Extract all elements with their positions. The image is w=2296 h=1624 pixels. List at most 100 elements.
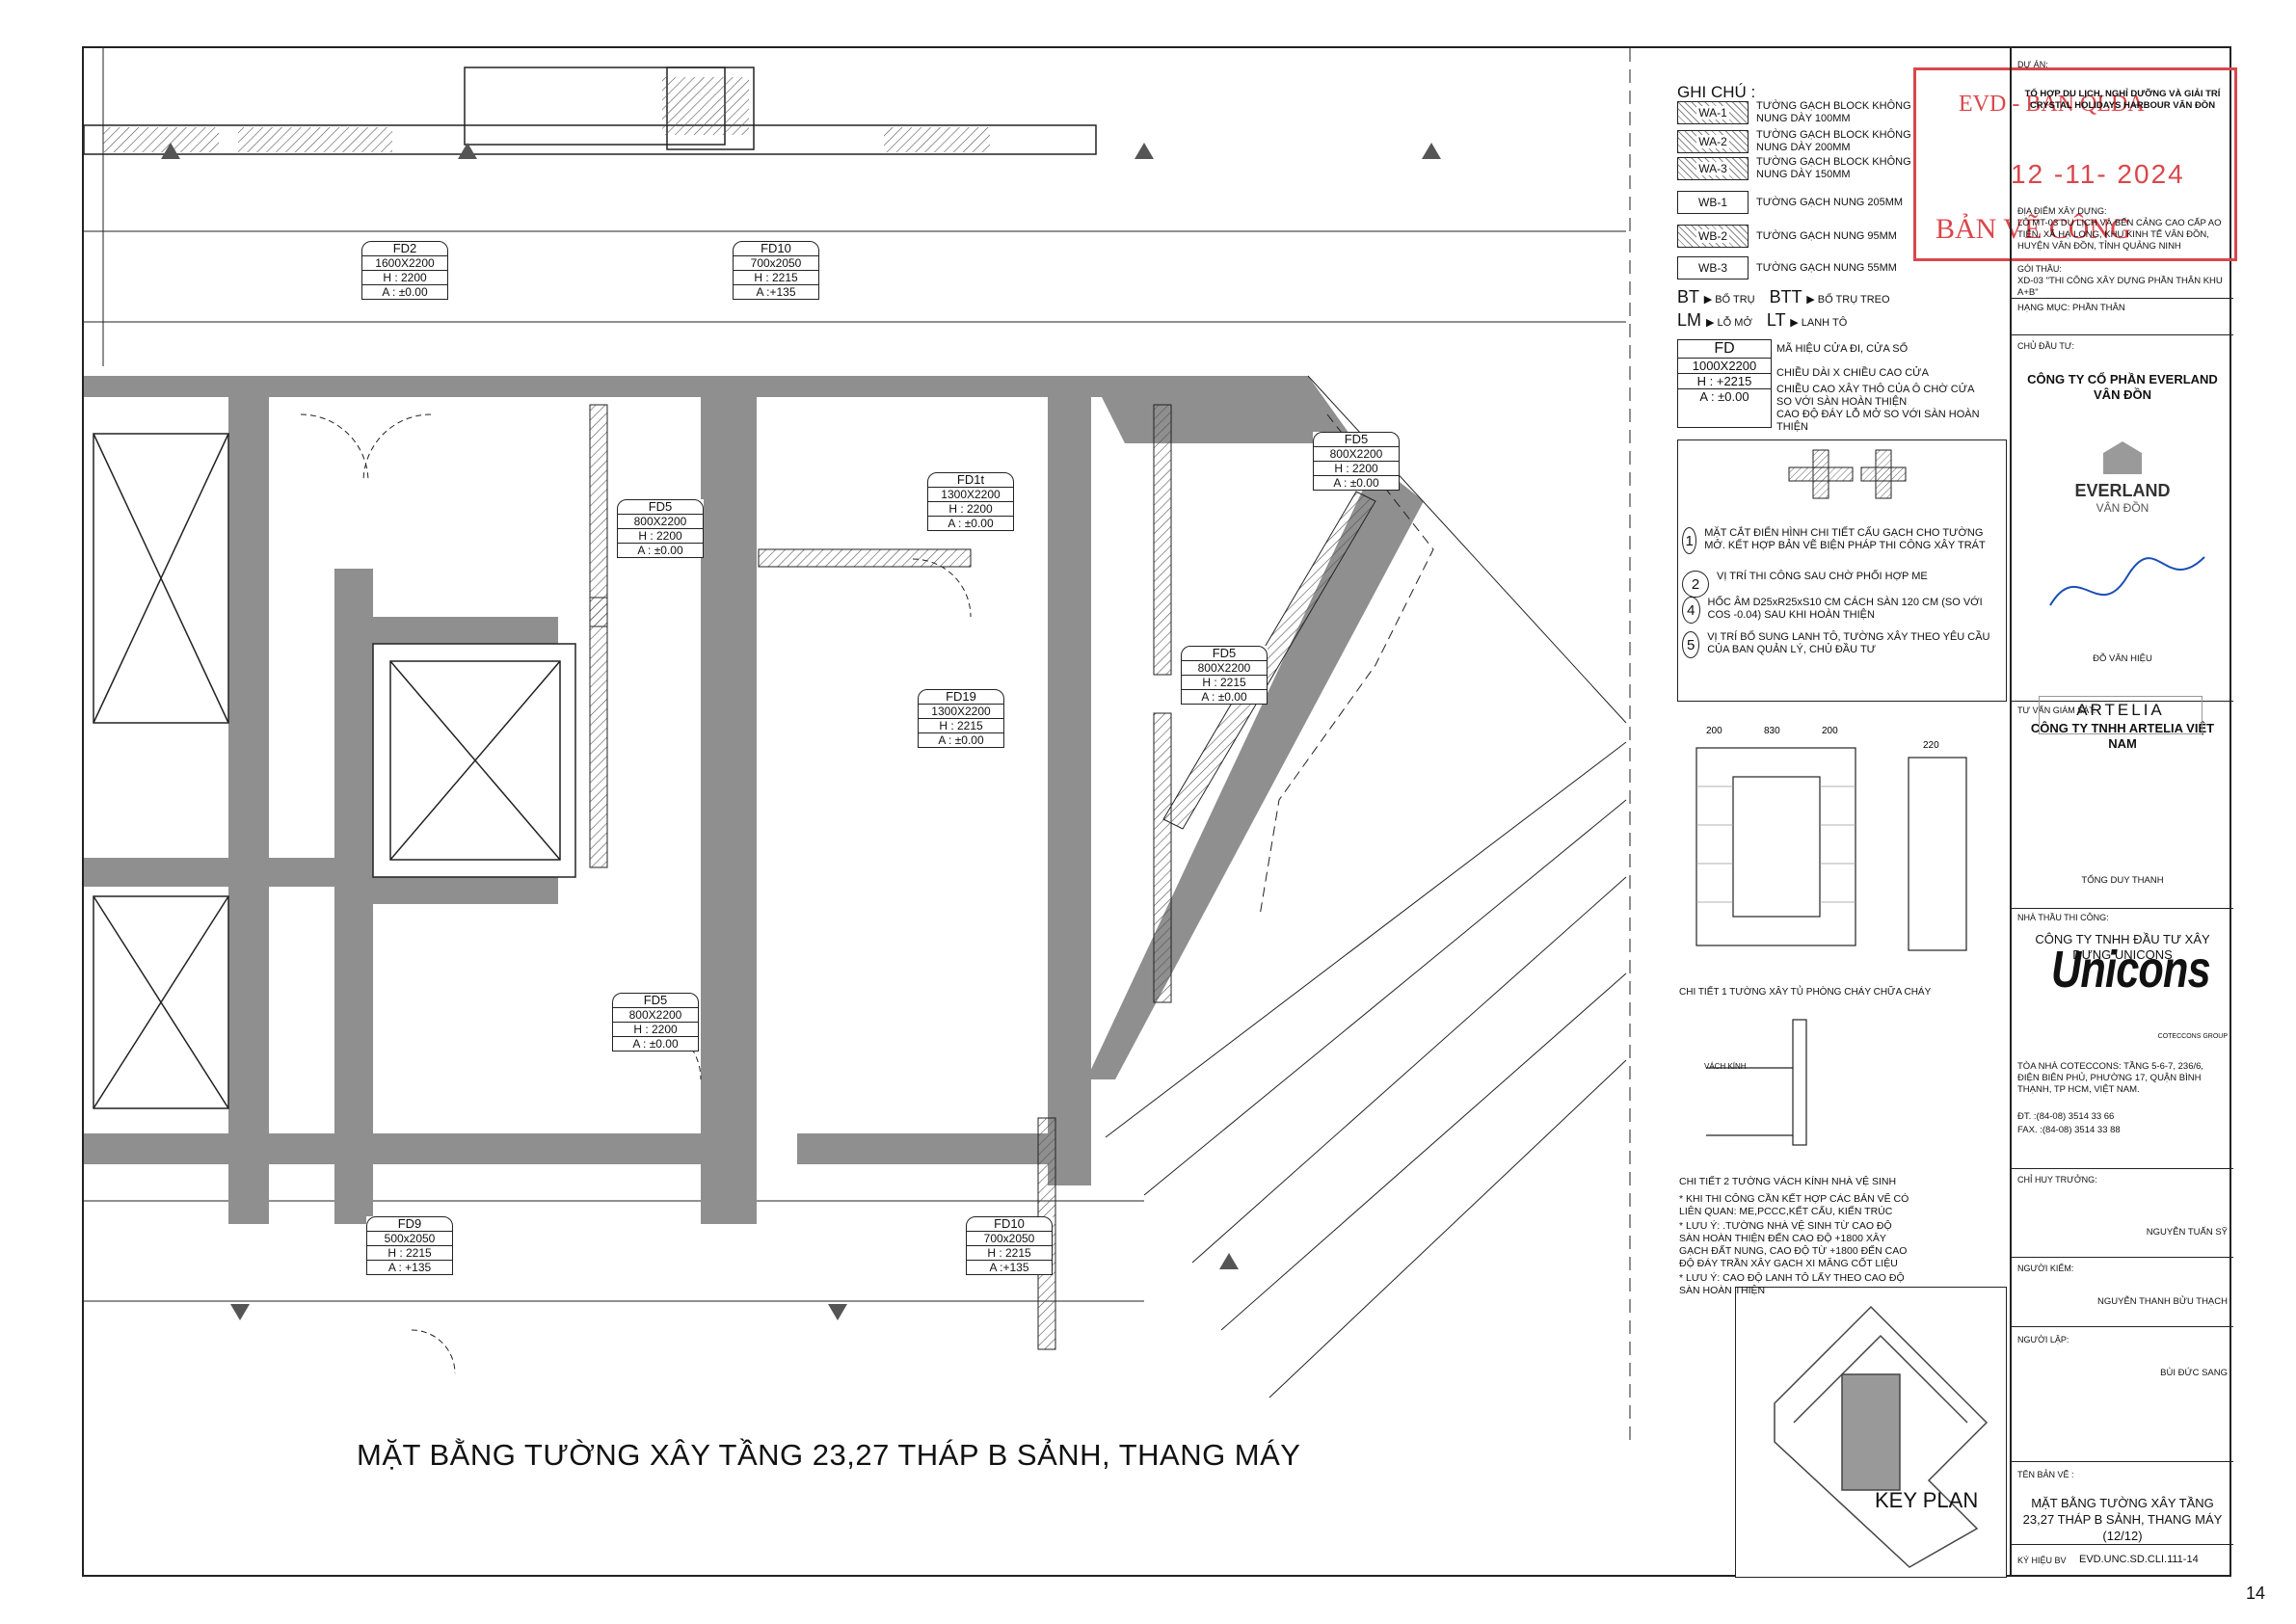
remark: * LƯU Ý: CAO ĐỘ LANH TÔ LẤY THEO CAO ĐỘ … (1679, 1272, 1905, 1296)
tb-item: HẠNG MỤC: PHẦN THÂN (2012, 299, 2233, 335)
door-tag-line: FD1t (927, 472, 1014, 488)
detail-2-graphic (1706, 1019, 1807, 1146)
door-tag-line: 800X2200 (617, 515, 704, 529)
remark: * KHI THI CÔNG CẦN KẾT HỢP CÁC BẢN VẼ CÓ… (1679, 1193, 1909, 1217)
door-tag-line: H : 2215 (1181, 676, 1268, 690)
door-tag-line: A :+135 (733, 285, 819, 300)
door-tag-line: H : 2200 (1313, 462, 1400, 476)
door-tag-line: 700x2050 (966, 1232, 1053, 1246)
note-number: 1 (1682, 527, 1697, 554)
remark: * LƯU Ý: .TƯỜNG NHÀ VỆ SINH TỪ CAO ĐỘ SÀ… (1679, 1220, 1908, 1269)
legend-tag: WA-3 (1696, 162, 1729, 175)
door-tag-line: A : ±0.00 (612, 1037, 699, 1052)
door-tag-line: FD9 (366, 1216, 453, 1232)
legend-tag: WB-2 (1696, 229, 1729, 243)
door-tag-line: H : 2200 (361, 271, 448, 285)
detail-2-caption: CHI TIẾT 2 TƯỜNG VÁCH KÍNH NHÀ VỆ SINH (1679, 1176, 1897, 1187)
drawing-sheet (82, 46, 2231, 1577)
note-text: HỐC ÂM D25xR25xS10 CM CÁCH SÀN 120 CM (S… (1707, 597, 1983, 621)
detail-1-graphic: 200 830 200 220 (1695, 726, 1967, 951)
door-tag-line: H : 2200 (612, 1023, 699, 1037)
door-tag-line: A : ±0.00 (1181, 690, 1268, 705)
unicons-logo: Unicons (2051, 941, 2211, 998)
legend-text: TƯỜNG GẠCH NUNG 95MM (1756, 229, 1897, 242)
door-tag-line: 1300X2200 (927, 488, 1014, 502)
approval-stamp: EVD - BAN QLDA 12 -11- 2024 BẢN VẼ CÔNG (1913, 67, 2237, 261)
tb-drawing-code: KÝ HIỆU BV EVD.UNC.SD.CLI.111-14 (2017, 1554, 2199, 1565)
artelia-logo: ARTELIA (2039, 696, 2203, 734)
legend-swatch: WA-2 (1677, 130, 1749, 153)
door-tag-line: FD2 (361, 241, 448, 256)
tb-contractor: NHÀ THẦU THI CÔNG: CÔNG TY TNHH ĐẦU TƯ X… (2012, 909, 2233, 1169)
detail-2-label: VÁCH KÍNH (1704, 1062, 1747, 1071)
door-tag-line: H : 2200 (927, 502, 1014, 517)
door-key-box: FD 1000X2200 H : +2215 A : ±0.00 (1677, 339, 1772, 428)
legend-swatch: WB-2 (1677, 225, 1749, 248)
door-tag-line: 1300X2200 (918, 705, 1004, 719)
door-tag-line: 800X2200 (1181, 661, 1268, 676)
legend-row: WA-1 TƯỜNG GẠCH BLOCK KHÔNG NUNG DÀY 100M… (1677, 100, 1920, 125)
legend-swatch: WB-3 (1677, 256, 1749, 280)
key-plan (1735, 1287, 2007, 1578)
door-tag-line: H : 2215 (366, 1246, 453, 1261)
detail-1-caption: CHI TIẾT 1 TƯỜNG XÂY TỦ PHÒNG CHÁY CHỮA … (1679, 987, 1932, 998)
remarks: * KHI THI CÔNG CẦN KẾT HỢP CÁC BẢN VẼ CÓ… (1679, 1191, 1910, 1297)
door-tag-line: A :+135 (966, 1261, 1053, 1275)
legend-tag: WB-1 (1696, 196, 1729, 209)
tb-consultant: TƯ VẤN GIÁM SÁT: CÔNG TY TNHH ARTELIA VI… (2012, 702, 2233, 909)
stamp-line-1: EVD - BAN QLDA (1959, 92, 2145, 117)
door-tag-line: 800X2200 (1313, 447, 1400, 462)
tb-drafter: NGƯỜI LẬP: BÙI ĐỨC SANG (2012, 1327, 2233, 1462)
note-text: VỊ TRÍ BỔ SUNG LANH TÔ, TƯỜNG XÂY THEO Y… (1707, 631, 1990, 655)
legend-tag: WA-1 (1696, 106, 1729, 120)
door-tag-line: FD5 (1313, 432, 1400, 447)
door-tag-line: 1600X2200 (361, 256, 448, 271)
door-tag-line: FD19 (918, 689, 1004, 705)
wall-tee-icon (1788, 449, 1907, 499)
signature-owner (2049, 556, 2205, 606)
door-tag-line: H : 2215 (918, 719, 1004, 733)
key-plan-graphic (1774, 1305, 1989, 1568)
door-tag-line: A : ±0.00 (361, 285, 448, 300)
notes-heading: GHI CHÚ : (1677, 83, 1756, 101)
door-key-d4: CAO ĐỘ ĐÁY LỖ MỞ SO VỚI SÀN HOÀN THIỆN (1776, 409, 1980, 433)
door-tag-line: A : ±0.00 (1313, 476, 1400, 491)
everland-logo: EVERLAND VÂN ĐỒN (2012, 439, 2233, 515)
legend-tag: WB-3 (1696, 261, 1729, 275)
door-tag-line: FD5 (612, 993, 699, 1008)
detail-dim-4: 220 (1923, 740, 1939, 751)
door-tag-line: H : 2200 (617, 529, 704, 544)
door-tag-line: A : ±0.00 (617, 544, 704, 558)
tb-checker: NGƯỜI KIỂM: NGUYỄN THANH BỬU THẠCH (2012, 1258, 2233, 1327)
floor-plan-graphic (84, 48, 1631, 1444)
page-number: 14 (2246, 1584, 2266, 1603)
legend-text: TƯỜNG GẠCH BLOCK KHÔNG NUNG DÀY 100MM (1756, 100, 1911, 124)
abbr-row-1: BT ▶ BỔ TRỤ BTT ▶ BỔ TRỤ TREO (1677, 287, 1890, 306)
door-tag-line: A : ±0.00 (918, 733, 1004, 748)
title-block: DỰ ÁN: TỔ HỢP DU LỊCH, NGHỈ DƯỠNG VÀ GIẢ… (2010, 46, 2233, 1577)
tb-project: DỰ ÁN: TỔ HỢP DU LỊCH, NGHỈ DƯỠNG VÀ GIẢ… (2012, 46, 2233, 299)
detail-dim-3: 200 (1822, 726, 1838, 736)
stamp-line-3: BẢN VẼ CÔNG (1936, 213, 2131, 245)
door-tag-line: 500x2050 (366, 1232, 453, 1246)
detail-dim-2: 830 (1764, 726, 1780, 736)
note-text: VỊ TRÍ THI CÔNG SAU CHỜ PHỐI HỢP ME (1717, 571, 1928, 582)
legend-swatch: WA-1 (1677, 101, 1749, 124)
door-tag-line: FD5 (1181, 646, 1268, 661)
door-key-d1: MÃ HIỆU CỬA ĐI, CỬA SỔ (1776, 343, 1909, 355)
